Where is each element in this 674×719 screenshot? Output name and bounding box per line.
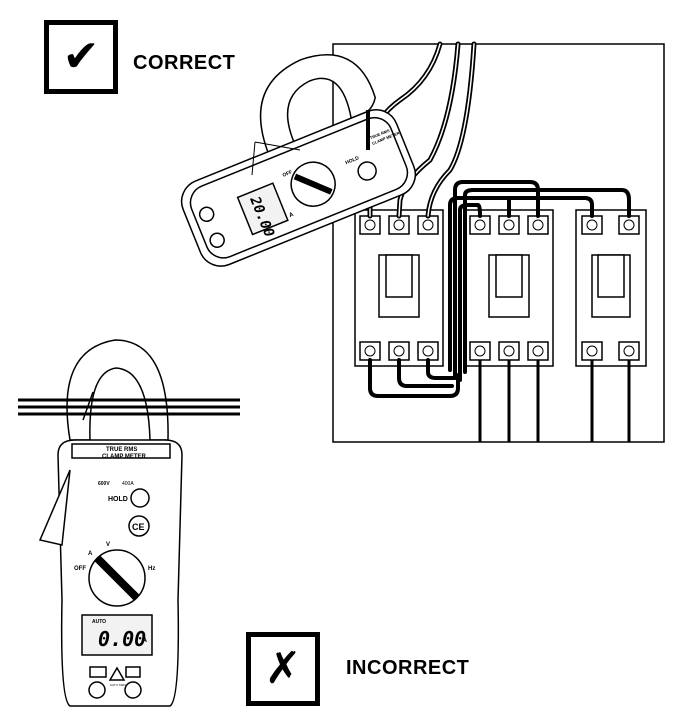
mode-button	[89, 666, 107, 678]
input-jack	[209, 232, 225, 248]
cat-text: CAT II 600V	[110, 683, 126, 687]
input-jack	[88, 681, 106, 699]
clamp-jaw	[66, 339, 169, 441]
breaker-three-pole-left	[354, 209, 444, 367]
ratings-text: 400A	[122, 481, 134, 487]
correct-label: CORRECT	[133, 52, 236, 74]
incorrect-label: INCORRECT	[346, 657, 470, 679]
cross-icon: ✗	[264, 643, 302, 694]
lead-line	[254, 141, 301, 151]
brand-band	[71, 443, 171, 459]
incorrect-checkbox: ✗	[246, 632, 320, 706]
meter-model-text: CLAMP METER	[102, 454, 147, 460]
hold-text: HOLD	[108, 496, 128, 503]
off-text: OFF	[74, 566, 86, 572]
ce-mark	[128, 515, 150, 537]
input-jack	[198, 206, 215, 223]
meter-brand-text: TRUE RMS	[106, 447, 137, 453]
hold-button	[357, 161, 377, 181]
check-icon: ✔	[62, 31, 100, 82]
top-off-text: OFF	[282, 169, 294, 178]
trigger	[38, 469, 71, 546]
outgoing-wires	[478, 360, 631, 442]
ratings-text: 600V	[98, 481, 110, 487]
display-unit: A	[142, 637, 147, 644]
clamp-meter-correct	[180, 54, 417, 267]
meter-display	[81, 614, 153, 656]
range-button	[125, 666, 141, 678]
lead-line	[251, 141, 256, 176]
clamp-meter-incorrect	[38, 339, 183, 707]
display-value: 0.00	[98, 627, 146, 651]
clamp-jaw	[259, 54, 377, 158]
meter-display	[236, 182, 289, 236]
top-hold-text: HOLD	[345, 155, 361, 166]
breaker-three-pole-middle	[464, 209, 554, 367]
input-jack	[124, 681, 142, 699]
breaker-two-pole-right	[575, 209, 647, 367]
hz-text: Hz	[148, 566, 155, 572]
jumper-wires	[448, 180, 631, 382]
correct-checkbox: ✔	[44, 20, 118, 94]
hold-button	[130, 488, 150, 508]
ac-a-text: A	[88, 551, 93, 557]
left-breaker-outgoing	[368, 358, 460, 398]
ac-v-text: V	[106, 542, 110, 548]
ce-text: CE	[132, 522, 145, 532]
terminal-screws	[364, 219, 635, 357]
top-display-unit: A	[288, 212, 295, 219]
display-mode-text: AUTO	[92, 619, 106, 625]
warning-triangle	[108, 666, 126, 681]
